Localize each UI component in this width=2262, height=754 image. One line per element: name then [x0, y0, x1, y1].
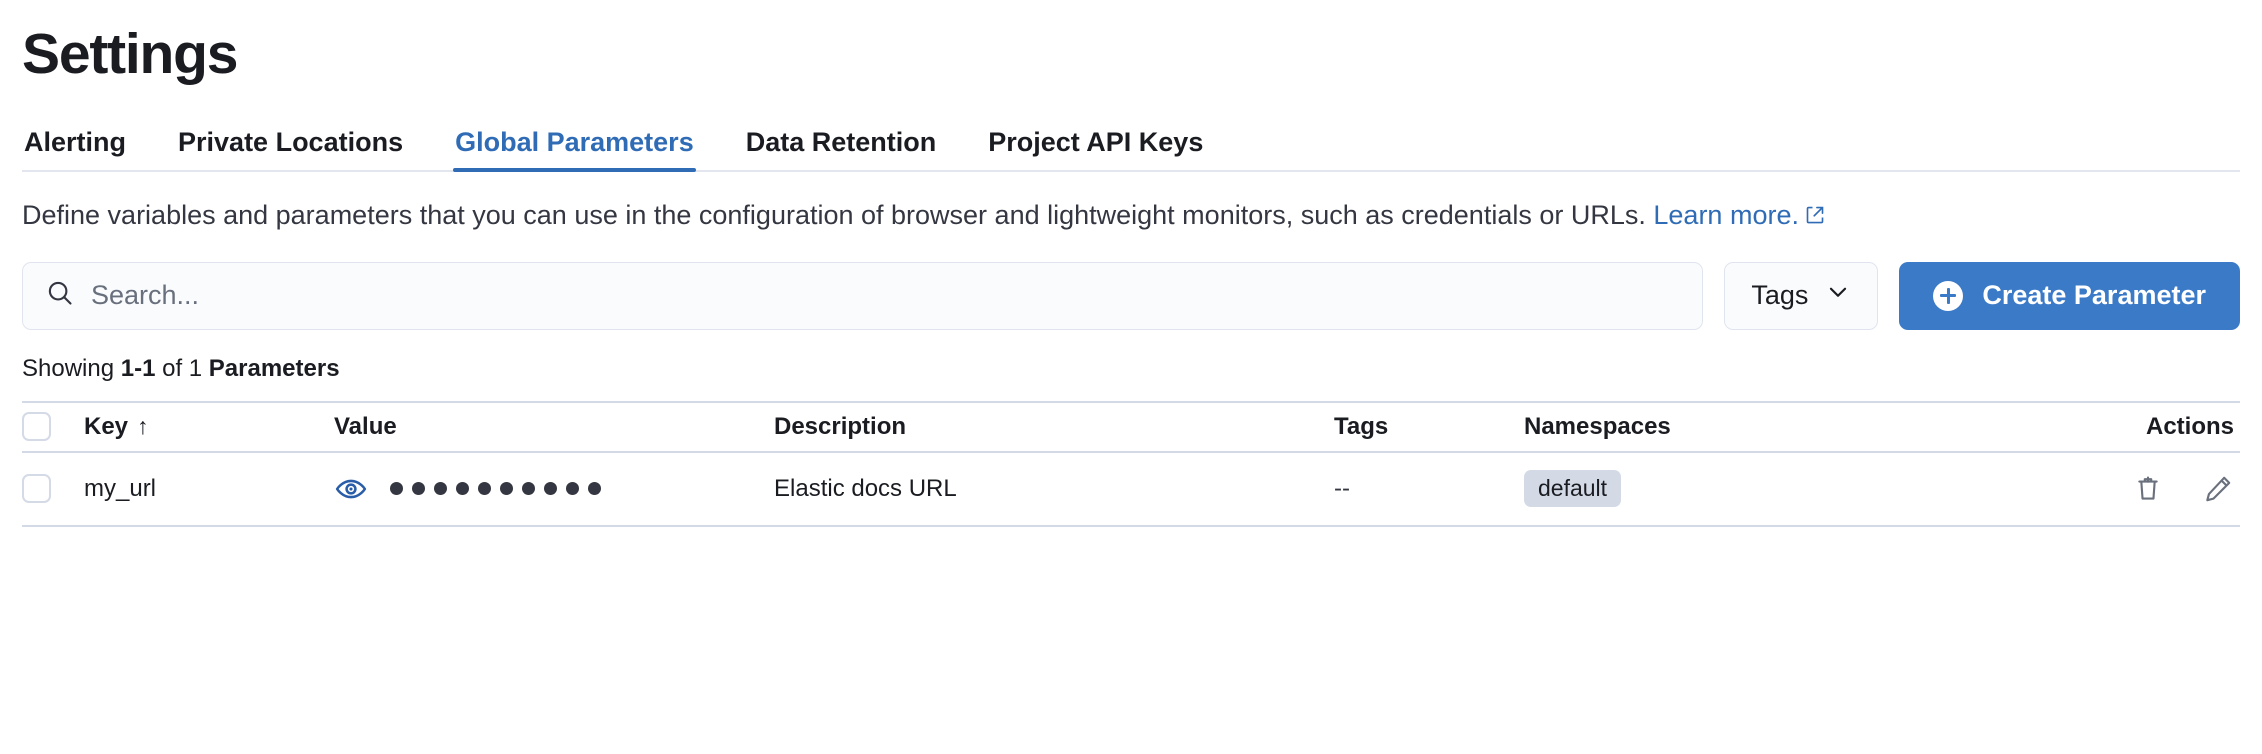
column-header-description[interactable]: Description [774, 412, 907, 440]
plus-circle-icon [1933, 280, 1964, 311]
tab-alerting[interactable]: Alerting [24, 127, 127, 158]
column-header-key[interactable]: Key ↑ [84, 413, 334, 441]
namespace-badge: default [1524, 470, 1622, 508]
settings-tabs: Alerting Private Locations Global Parame… [22, 114, 2240, 173]
results-middle: of 1 [155, 354, 209, 382]
results-entity: Parameters [208, 354, 340, 382]
description-body: Define variables and parameters that you… [22, 200, 1646, 231]
tab-private-locations[interactable]: Private Locations [178, 127, 404, 158]
cell-tags: -- [1334, 474, 1350, 502]
create-parameter-button[interactable]: Create Parameter [1899, 261, 2240, 330]
column-header-value[interactable]: Value [334, 412, 397, 440]
tab-data-retention[interactable]: Data Retention [745, 127, 937, 158]
cell-actions [2124, 473, 2240, 505]
external-link-icon [1805, 199, 1825, 234]
select-all-cell [22, 412, 84, 442]
select-all-checkbox[interactable] [22, 412, 51, 442]
row-select-checkbox[interactable] [22, 474, 51, 504]
page-title: Settings [22, 22, 238, 86]
controls-row: Tags Create Parameter [22, 261, 2240, 330]
eye-icon[interactable] [334, 472, 368, 506]
create-parameter-label: Create Parameter [1982, 280, 2206, 311]
chevron-down-icon [1825, 279, 1851, 312]
learn-more-link[interactable]: Learn more. [1653, 200, 1825, 230]
tags-filter-dropdown[interactable]: Tags [1724, 261, 1879, 330]
row-select-cell [22, 474, 84, 504]
column-header-tags[interactable]: Tags [1334, 412, 1389, 440]
pencil-icon[interactable] [2202, 473, 2234, 505]
trash-icon[interactable] [2132, 473, 2164, 505]
tab-global-parameters[interactable]: Global Parameters [453, 129, 696, 173]
cell-description: Elastic docs URL [774, 474, 957, 502]
cell-key: my_url [84, 474, 157, 502]
results-count: Showing 1-1 of 1 Parameters [22, 354, 2240, 382]
search-input[interactable] [91, 280, 1681, 312]
column-header-actions: Actions [2145, 412, 2234, 440]
sort-ascending-icon: ↑ [137, 412, 149, 439]
column-header-namespaces[interactable]: Namespaces [1524, 412, 1671, 440]
column-header-key-label: Key [84, 412, 129, 440]
search-icon [45, 278, 75, 313]
description-text: Define variables and parameters that you… [22, 198, 2222, 234]
parameters-table: Key ↑ Value Description Tags Namespaces A… [22, 400, 2240, 527]
cell-value [334, 472, 774, 506]
search-field[interactable] [22, 261, 1704, 330]
cell-namespaces: default [1524, 470, 2124, 508]
tags-filter-label: Tags [1751, 280, 1809, 311]
results-range: 1-1 [120, 354, 156, 382]
tab-project-api-keys[interactable]: Project API Keys [988, 127, 1204, 158]
learn-more-label: Learn more. [1653, 200, 1799, 231]
results-prefix: Showing [22, 354, 121, 382]
table-row: my_url Elastic docs URL -- default [22, 453, 2240, 527]
table-header-row: Key ↑ Value Description Tags Namespaces A… [22, 400, 2240, 453]
masked-value [390, 482, 601, 496]
